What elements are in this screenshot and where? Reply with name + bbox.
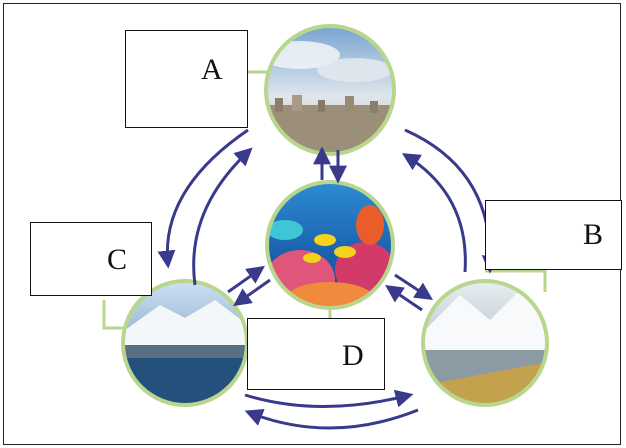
label-box-d: D — [247, 318, 385, 390]
arrow-center-to-left — [233, 278, 271, 307]
arrow-left-to-center — [227, 265, 265, 294]
coral-reef-ocean-photo-icon — [265, 180, 395, 310]
label-box-c: C — [30, 222, 152, 296]
cycle-arrows — [157, 128, 500, 430]
connector-c — [102, 300, 126, 330]
arrow-right-to-left — [244, 408, 419, 430]
glacier-ice-photo-icon — [121, 279, 249, 407]
arrow-left-to-top — [192, 147, 253, 286]
label-d: D — [342, 339, 364, 372]
label-box-b: B — [485, 200, 622, 270]
label-b: B — [583, 218, 604, 251]
arrow-top-to-right — [404, 128, 500, 274]
arrow-left-to-right — [244, 389, 414, 408]
label-box-a: A — [125, 30, 248, 128]
arrow-top-to-left — [157, 128, 249, 269]
arrow-right-to-top — [401, 153, 467, 273]
label-a: A — [201, 53, 223, 86]
arrow-right-to-center — [385, 284, 423, 312]
connector-b — [485, 269, 547, 292]
arrow-center-to-right — [394, 273, 434, 300]
label-c: C — [107, 243, 128, 276]
city-atmosphere-photo-icon — [264, 24, 396, 156]
snowy-mountain-photo-icon — [421, 279, 549, 407]
